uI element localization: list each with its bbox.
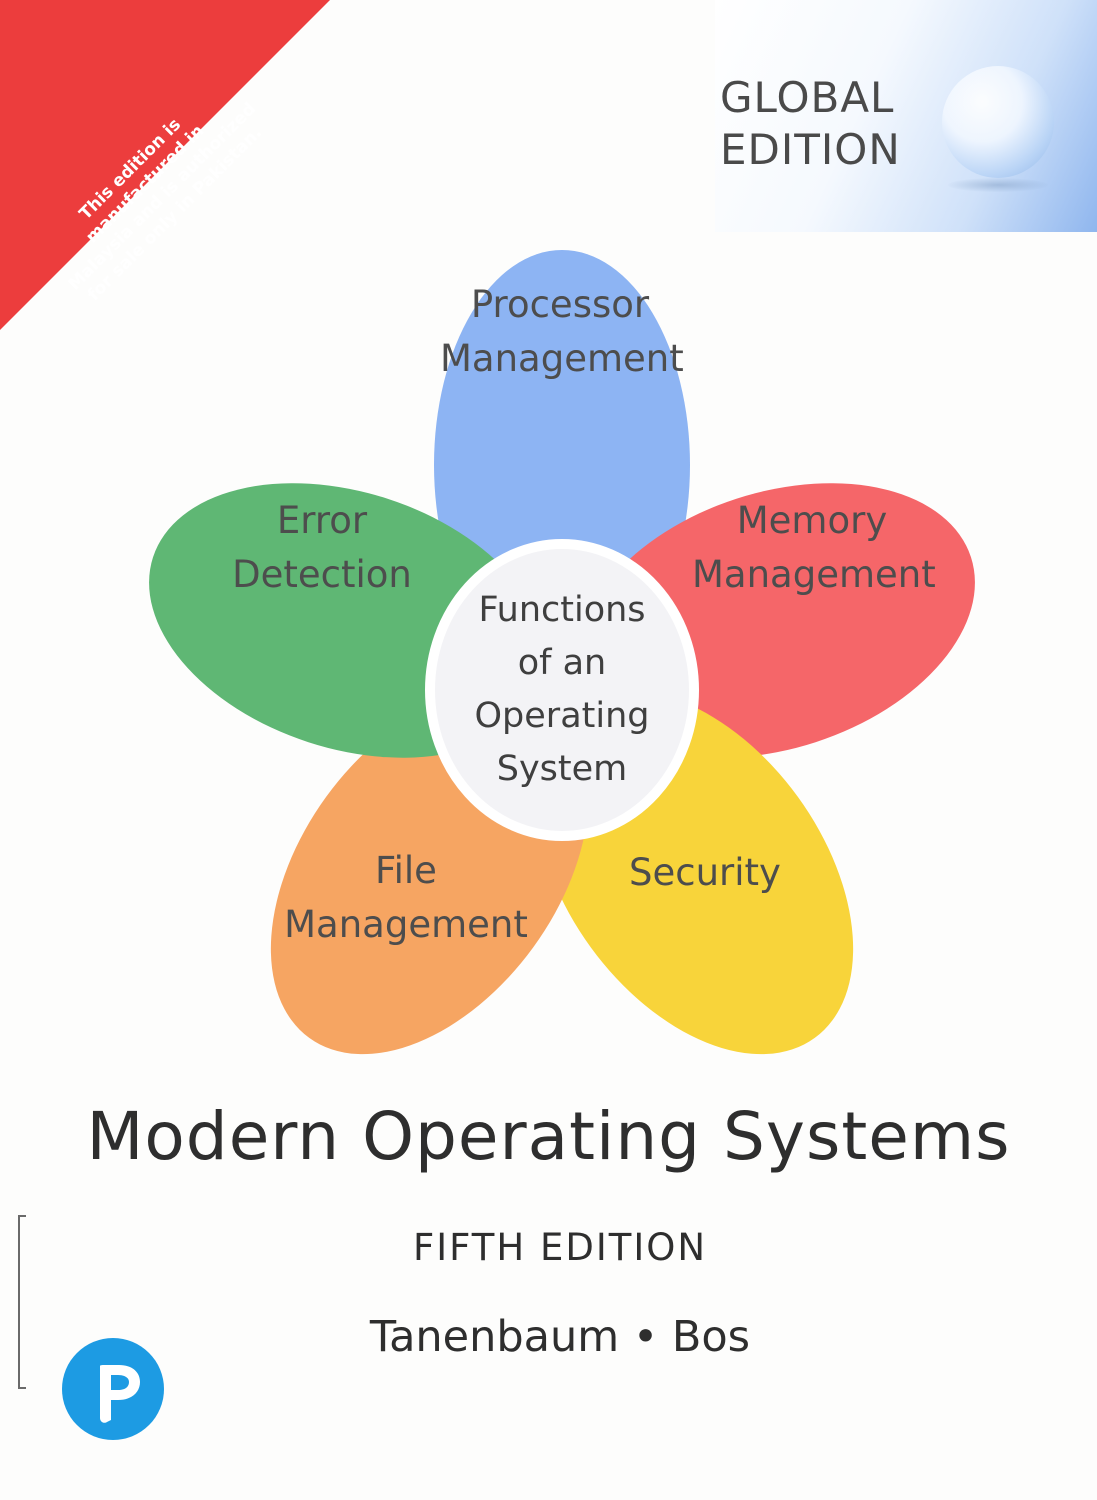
flower-center (425, 539, 699, 841)
book-title: Modern Operating Systems (86, 1098, 1011, 1175)
global-edition-line: EDITION (720, 125, 901, 174)
flower-center-label: Functions of an Operating System (452, 584, 672, 796)
petal-memory-line: Management (692, 553, 936, 596)
petal-processor-label: Processor Management (440, 278, 684, 386)
global-edition-label: GLOBAL EDITION (720, 72, 901, 176)
petal-file-label: File Management (284, 844, 528, 952)
petal-file-line: Management (284, 903, 528, 946)
global-edition-line: GLOBAL (720, 73, 895, 122)
pearson-logo-glyph (100, 1365, 140, 1423)
globe-icon (942, 66, 1054, 178)
petal-security-line: Security (629, 851, 781, 894)
flower-center-line: Operating (474, 696, 650, 736)
petal-memory-line: Memory (736, 499, 888, 542)
pearson-logo-icon (62, 1338, 164, 1440)
binding-mark (18, 1215, 26, 1389)
petal-processor-line: Management (440, 337, 684, 380)
flower-center-line: Functions (478, 590, 646, 630)
petal-file-line: File (375, 849, 437, 892)
petal-error-line: Detection (232, 553, 412, 596)
petal-memory-label: Memory Management (692, 494, 936, 602)
petal-security-label: Security (600, 846, 810, 900)
flower-center-line: of an (517, 643, 607, 683)
petal-error-label: Error Detection (220, 494, 424, 602)
edition-label: FIFTH EDITION (412, 1226, 708, 1269)
authors: Tanenbaum • Bos (369, 1312, 751, 1362)
petal-processor-line: Processor (470, 283, 650, 326)
petal-error-line: Error (276, 499, 368, 542)
globe-shadow (948, 178, 1048, 192)
flower-center-line: System (496, 749, 628, 789)
